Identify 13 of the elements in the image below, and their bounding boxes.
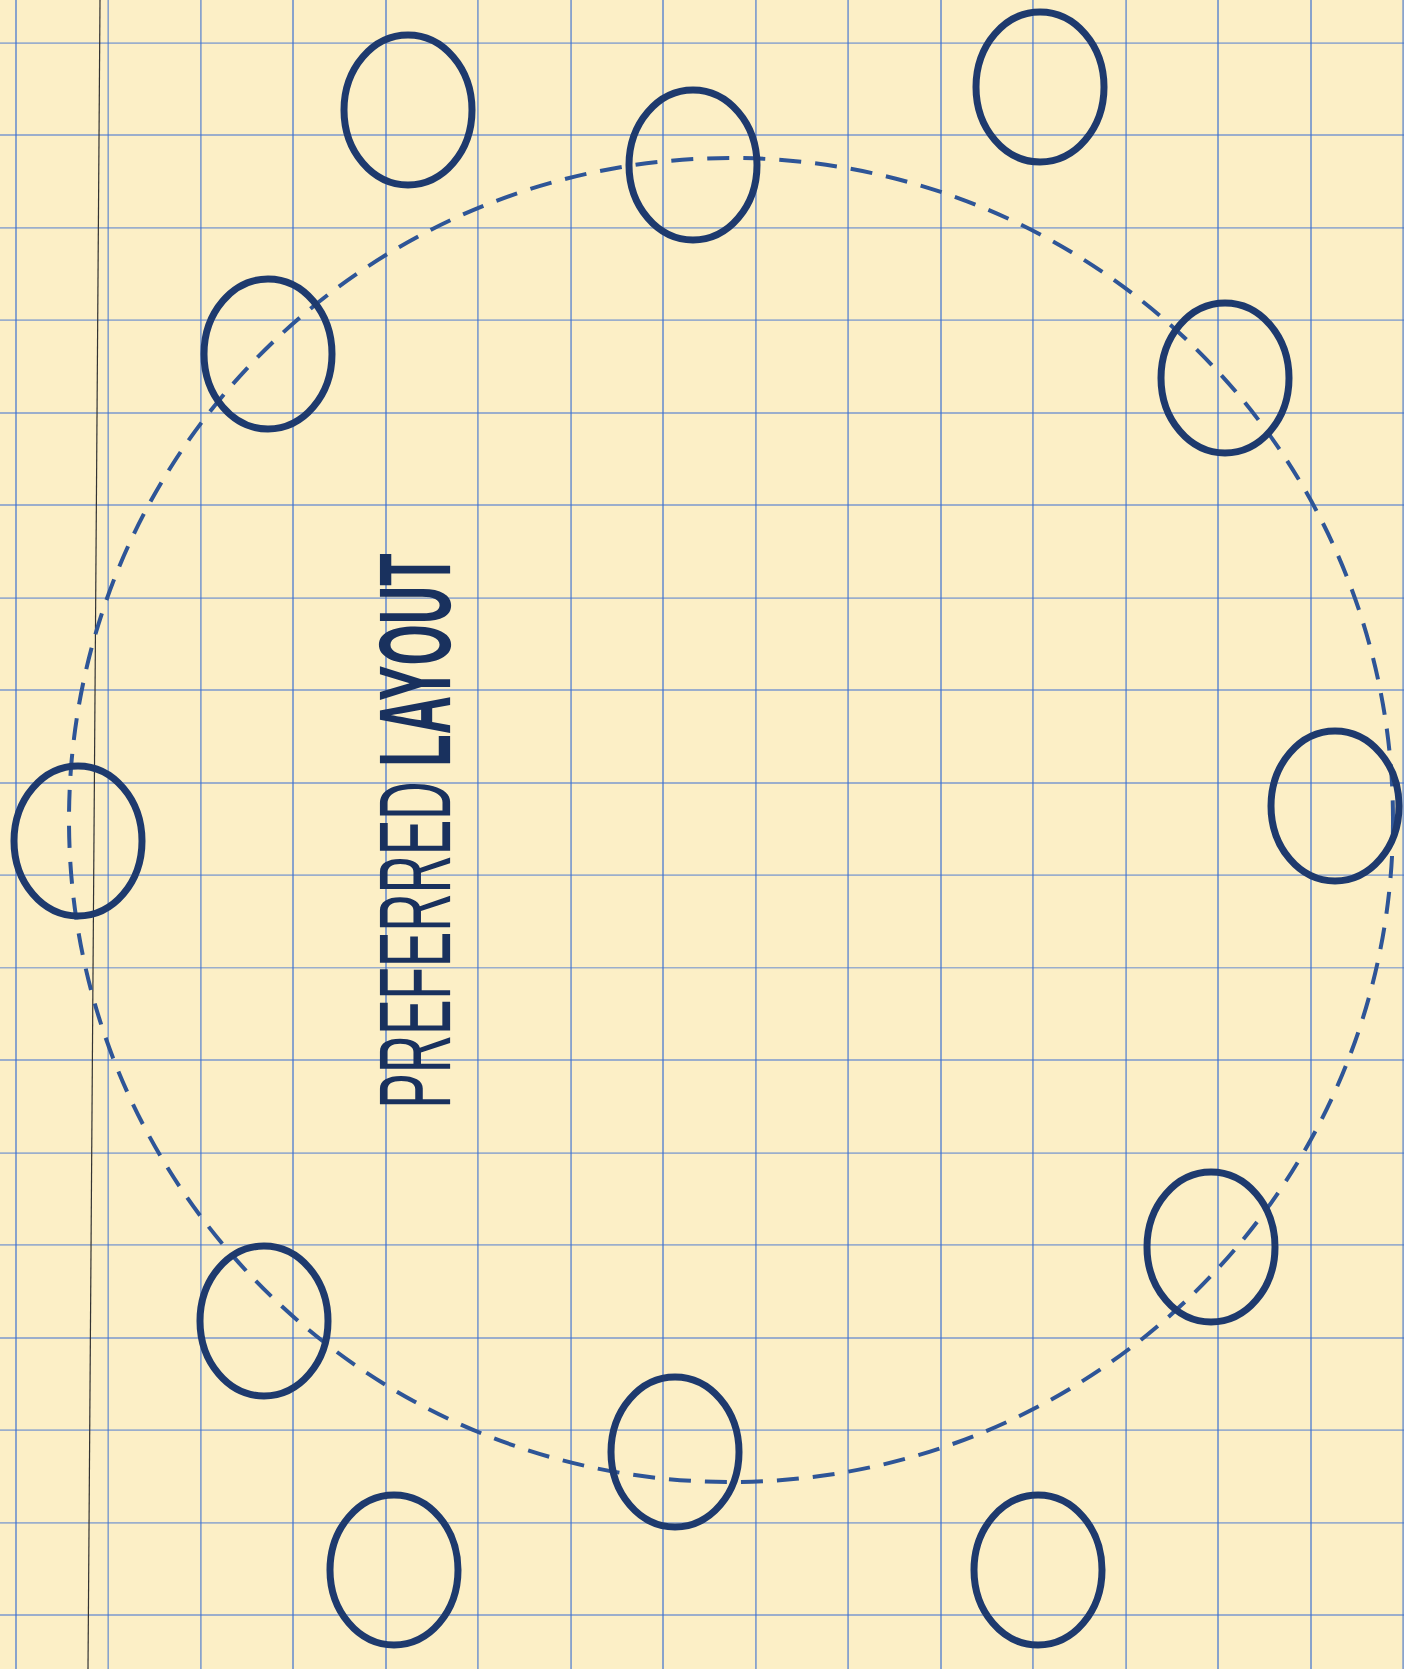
circle [326,1491,462,1649]
circle [1267,727,1403,885]
circle [196,1242,332,1400]
circle [340,31,476,189]
circle [1157,299,1293,457]
circle [10,762,146,920]
circle [607,1373,743,1531]
circle [200,275,336,433]
circle [1143,1168,1279,1326]
circle [970,1491,1106,1649]
layout-label: PREFERRED LAYOUT [378,554,452,1105]
circle [625,86,761,244]
circle [972,8,1108,166]
